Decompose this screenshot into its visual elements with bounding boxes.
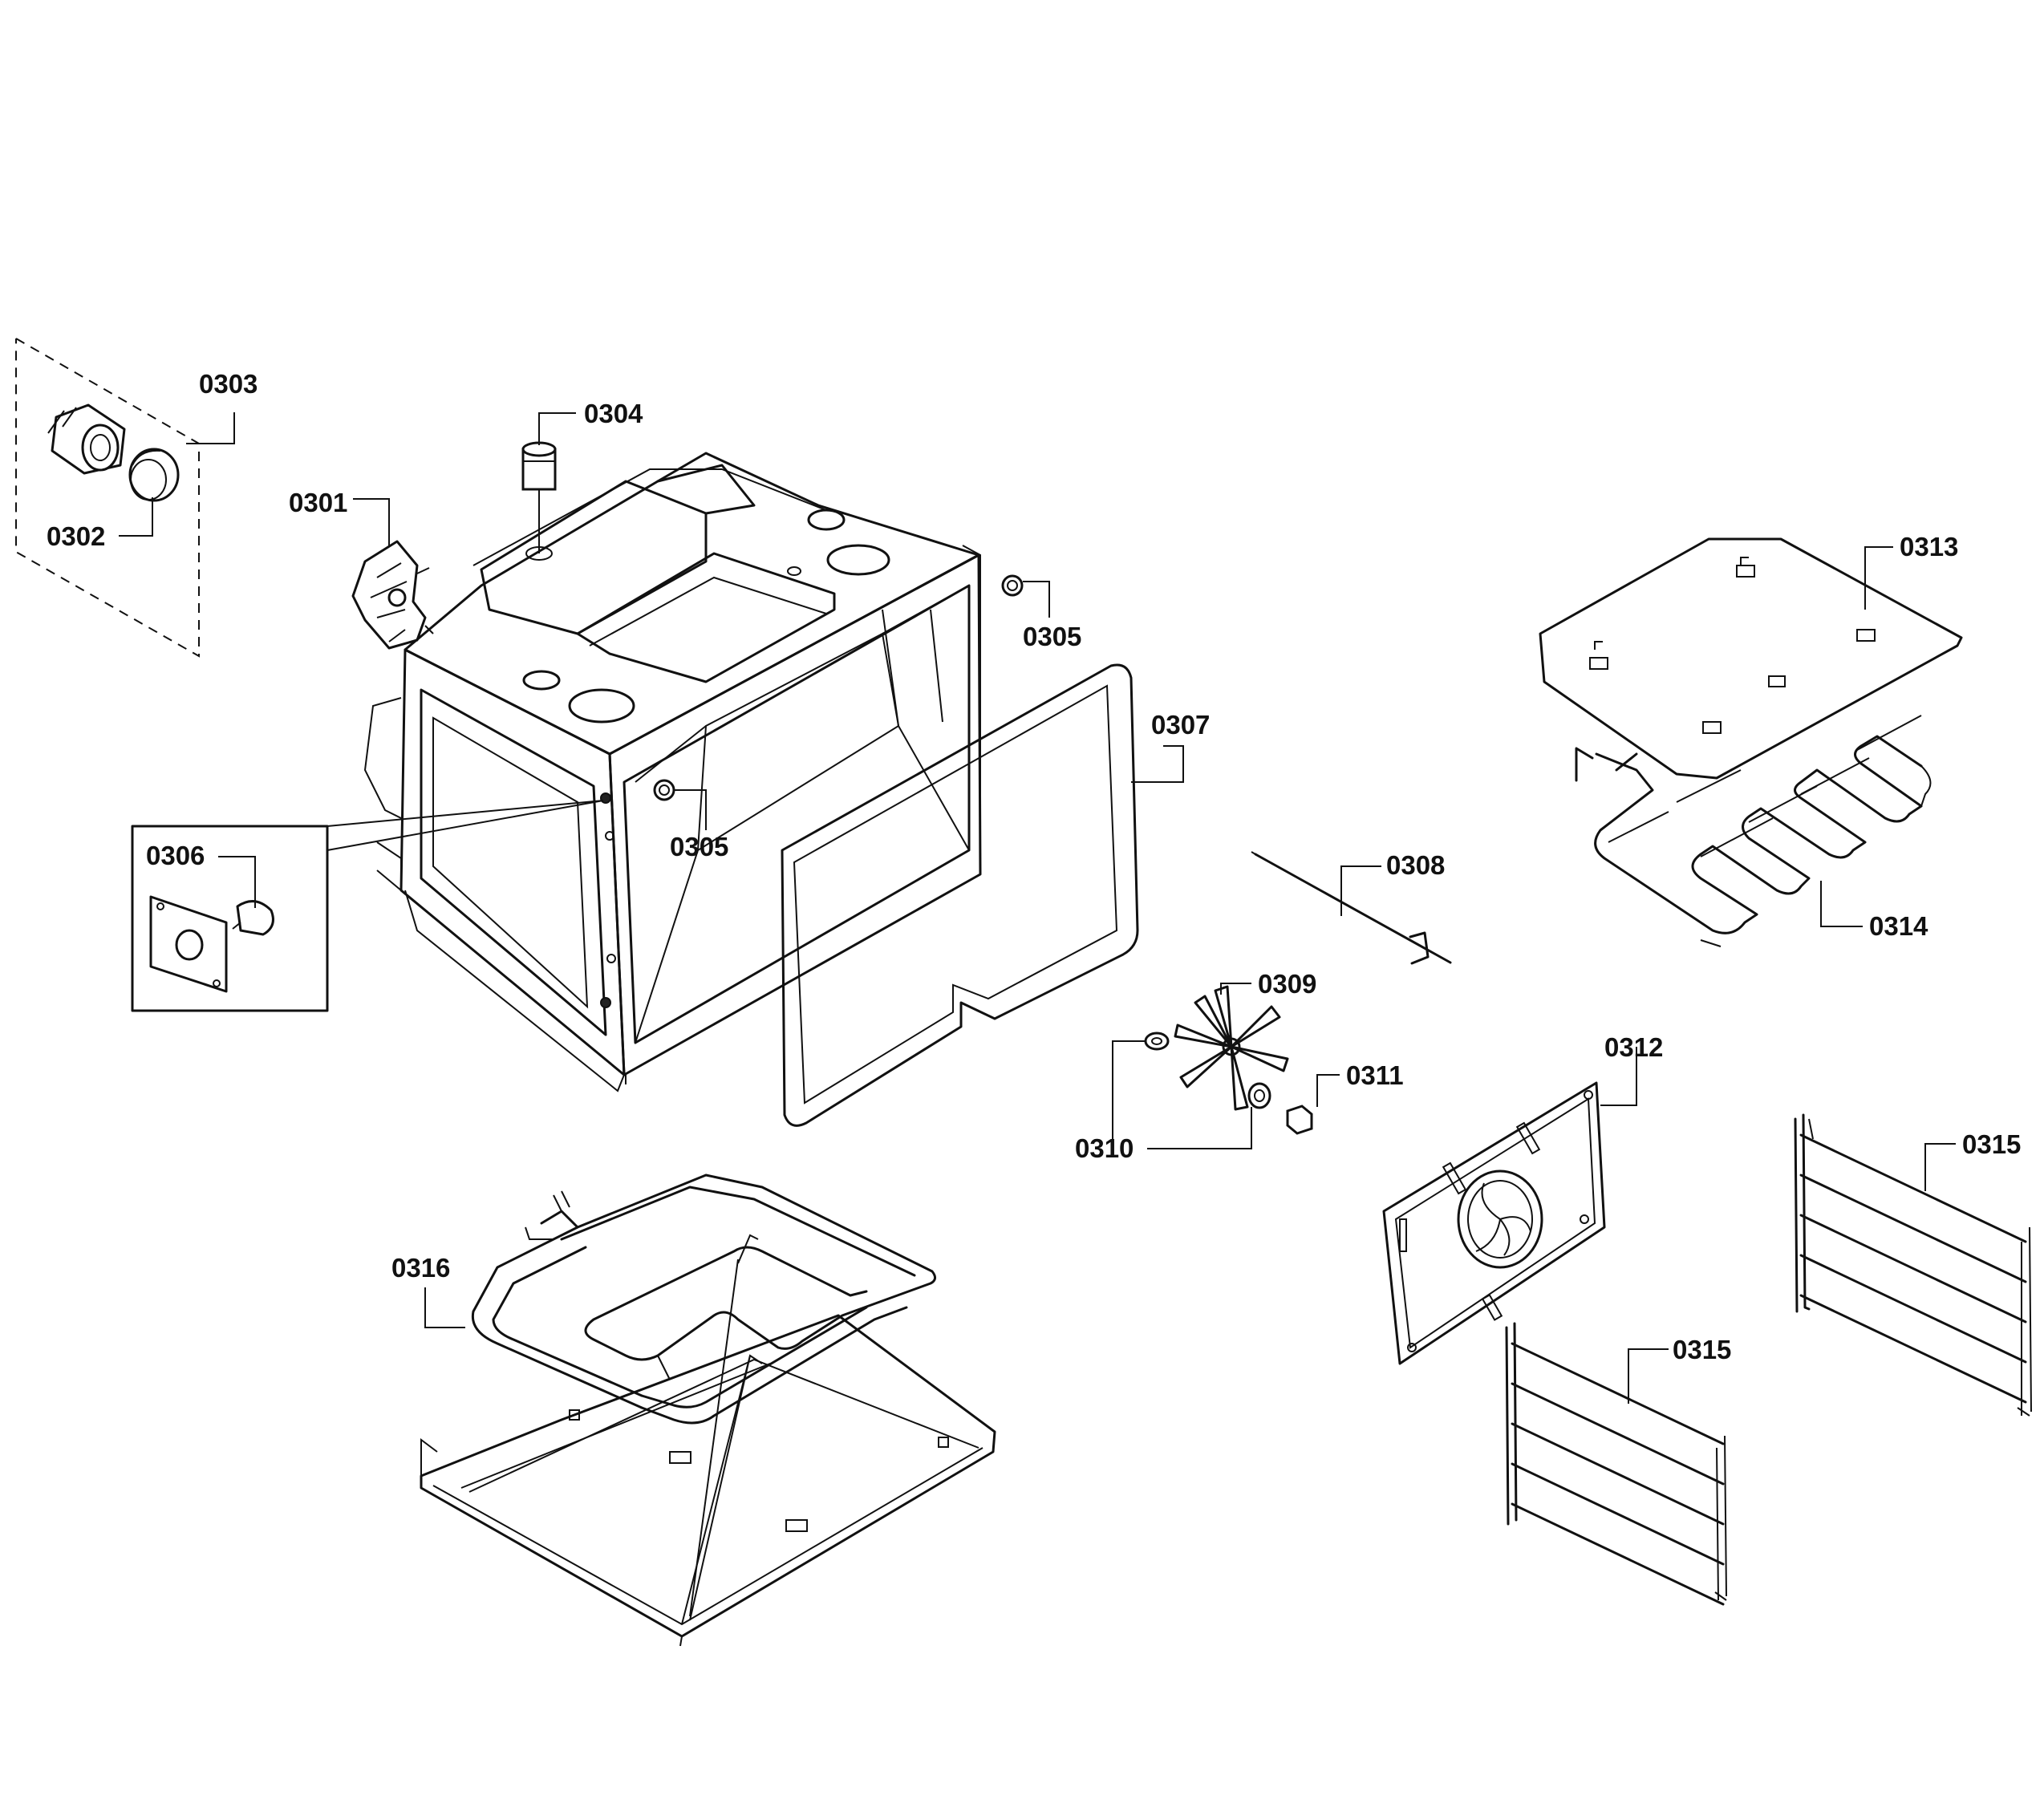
cavity-plug-top [1001, 574, 1024, 597]
fan-motor-part [351, 540, 434, 650]
convection-fan-blade [1174, 985, 1289, 1111]
oven-cavity-housing [363, 452, 1024, 1092]
callout-0311: 0311 [1346, 1060, 1404, 1090]
lamp-socket-part [47, 403, 126, 475]
fan-cover-panel [1382, 1081, 1606, 1365]
callout-labels: 0303 0302 0301 0304 0305 0305 0306 0307 … [47, 369, 2021, 1364]
callout-0312: 0312 [1604, 1032, 1663, 1062]
oven-floor-panel [420, 1234, 996, 1647]
callout-0306: 0306 [146, 841, 205, 870]
callout-0310: 0310 [1075, 1133, 1134, 1163]
vent-pipe-part [521, 441, 557, 561]
lamp-assembly-group [15, 338, 200, 658]
callout-0304: 0304 [584, 399, 643, 428]
top-heating-element [1575, 715, 1932, 947]
callout-0301: 0301 [289, 488, 347, 517]
callout-0315-right: 0315 [1962, 1129, 2021, 1159]
callout-0308: 0308 [1386, 850, 1445, 880]
callout-0315-left: 0315 [1673, 1335, 1731, 1364]
callout-0314: 0314 [1869, 911, 1928, 941]
leader-lines [119, 412, 1956, 1404]
lamp-cover-part [128, 448, 180, 502]
callout-0303: 0303 [199, 369, 258, 399]
bottom-heating-element [471, 1173, 936, 1425]
fan-washer-part [1144, 1032, 1170, 1051]
fan-hub-nut-part [1247, 1082, 1271, 1109]
top-heat-shield [1539, 537, 1963, 780]
callout-0307: 0307 [1151, 710, 1210, 740]
callout-0316: 0316 [391, 1253, 450, 1283]
cavity-plug-front [653, 779, 675, 801]
callout-0305-top: 0305 [1023, 622, 1081, 651]
callout-0302: 0302 [47, 521, 105, 551]
temperature-sensor-part [1251, 851, 1452, 965]
door-seal-gasket [781, 663, 1139, 1127]
shelf-support-left [1505, 1322, 1727, 1606]
fan-nut-part [1286, 1105, 1313, 1135]
callout-0309: 0309 [1258, 969, 1316, 999]
lamp-plate-inset [131, 800, 604, 1012]
callout-0313: 0313 [1900, 532, 1958, 561]
callout-0305-front: 0305 [670, 832, 728, 861]
shelf-support-right [1794, 1113, 2032, 1417]
